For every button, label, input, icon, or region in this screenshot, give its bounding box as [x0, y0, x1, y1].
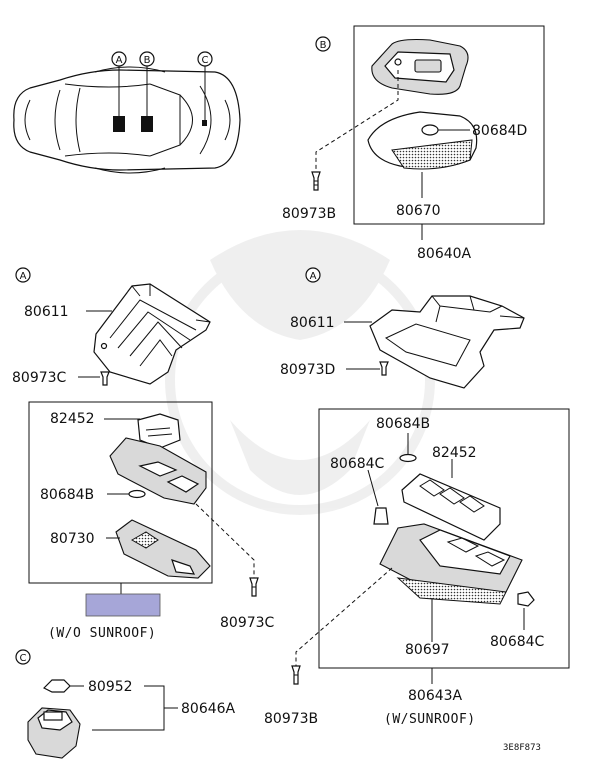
callout-c: C — [20, 653, 27, 664]
car-location-c-marker — [202, 120, 207, 126]
label-80973c-left: 80973C — [12, 370, 67, 386]
section-with-sunroof — [295, 408, 570, 669]
diagram-code: 3E8F873 — [503, 743, 541, 753]
bulb-80684d-shape — [421, 124, 439, 136]
label-80670: 80670 — [396, 203, 441, 219]
car-location-a-marker — [113, 116, 125, 132]
label-80973b-bottom: 80973B — [264, 711, 318, 727]
label-80973b-top: 80973B — [282, 206, 336, 222]
section-c: C — [15, 649, 178, 759]
label-80646a: 80646A — [181, 701, 236, 717]
section-b: B — [311, 25, 545, 240]
car-callout-c: C — [202, 55, 209, 66]
label-80973c-mid: 80973C — [220, 615, 275, 631]
car-callout-b: B — [144, 55, 151, 66]
section-without-sunroof — [28, 401, 255, 584]
label-80684b-right: 80684B — [376, 416, 430, 432]
label-80697: 80697 — [405, 642, 450, 658]
label-80684b-left: 80684B — [40, 487, 94, 503]
label-80640a: 80640A — [417, 246, 472, 262]
label-82452-left: 82452 — [50, 411, 95, 427]
label-80730: 80730 — [50, 531, 95, 547]
label-80684c-far: 80684C — [490, 634, 545, 650]
label-80611-left: 80611 — [24, 304, 69, 320]
w-sunroof-frame — [318, 408, 570, 669]
section-a-right: A — [305, 267, 525, 389]
callout-b: B — [320, 40, 327, 51]
watermark-logo — [165, 230, 435, 515]
note-with-sunroof: (W/SUNROOF) — [384, 712, 476, 727]
section-b-frame — [353, 25, 545, 225]
label-82452-right: 82452 — [432, 445, 477, 461]
note-without-sunroof: (W/O SUNROOF) — [48, 626, 156, 641]
label-80684d: 80684D — [472, 123, 527, 139]
label-80684c-right: 80684C — [330, 456, 385, 472]
callout-a-left: A — [20, 271, 27, 282]
section-a-left: A — [15, 267, 211, 386]
label-80611-right: 80611 — [290, 315, 335, 331]
car-callout-a: A — [116, 55, 123, 66]
label-80643a: 80643A — [408, 688, 463, 704]
callout-a-right: A — [310, 271, 317, 282]
car-overview: A B C — [13, 51, 241, 174]
highlight-box — [85, 593, 161, 617]
label-80952: 80952 — [88, 679, 133, 695]
car-location-b-marker — [141, 116, 153, 132]
label-80973d: 80973D — [280, 362, 335, 378]
